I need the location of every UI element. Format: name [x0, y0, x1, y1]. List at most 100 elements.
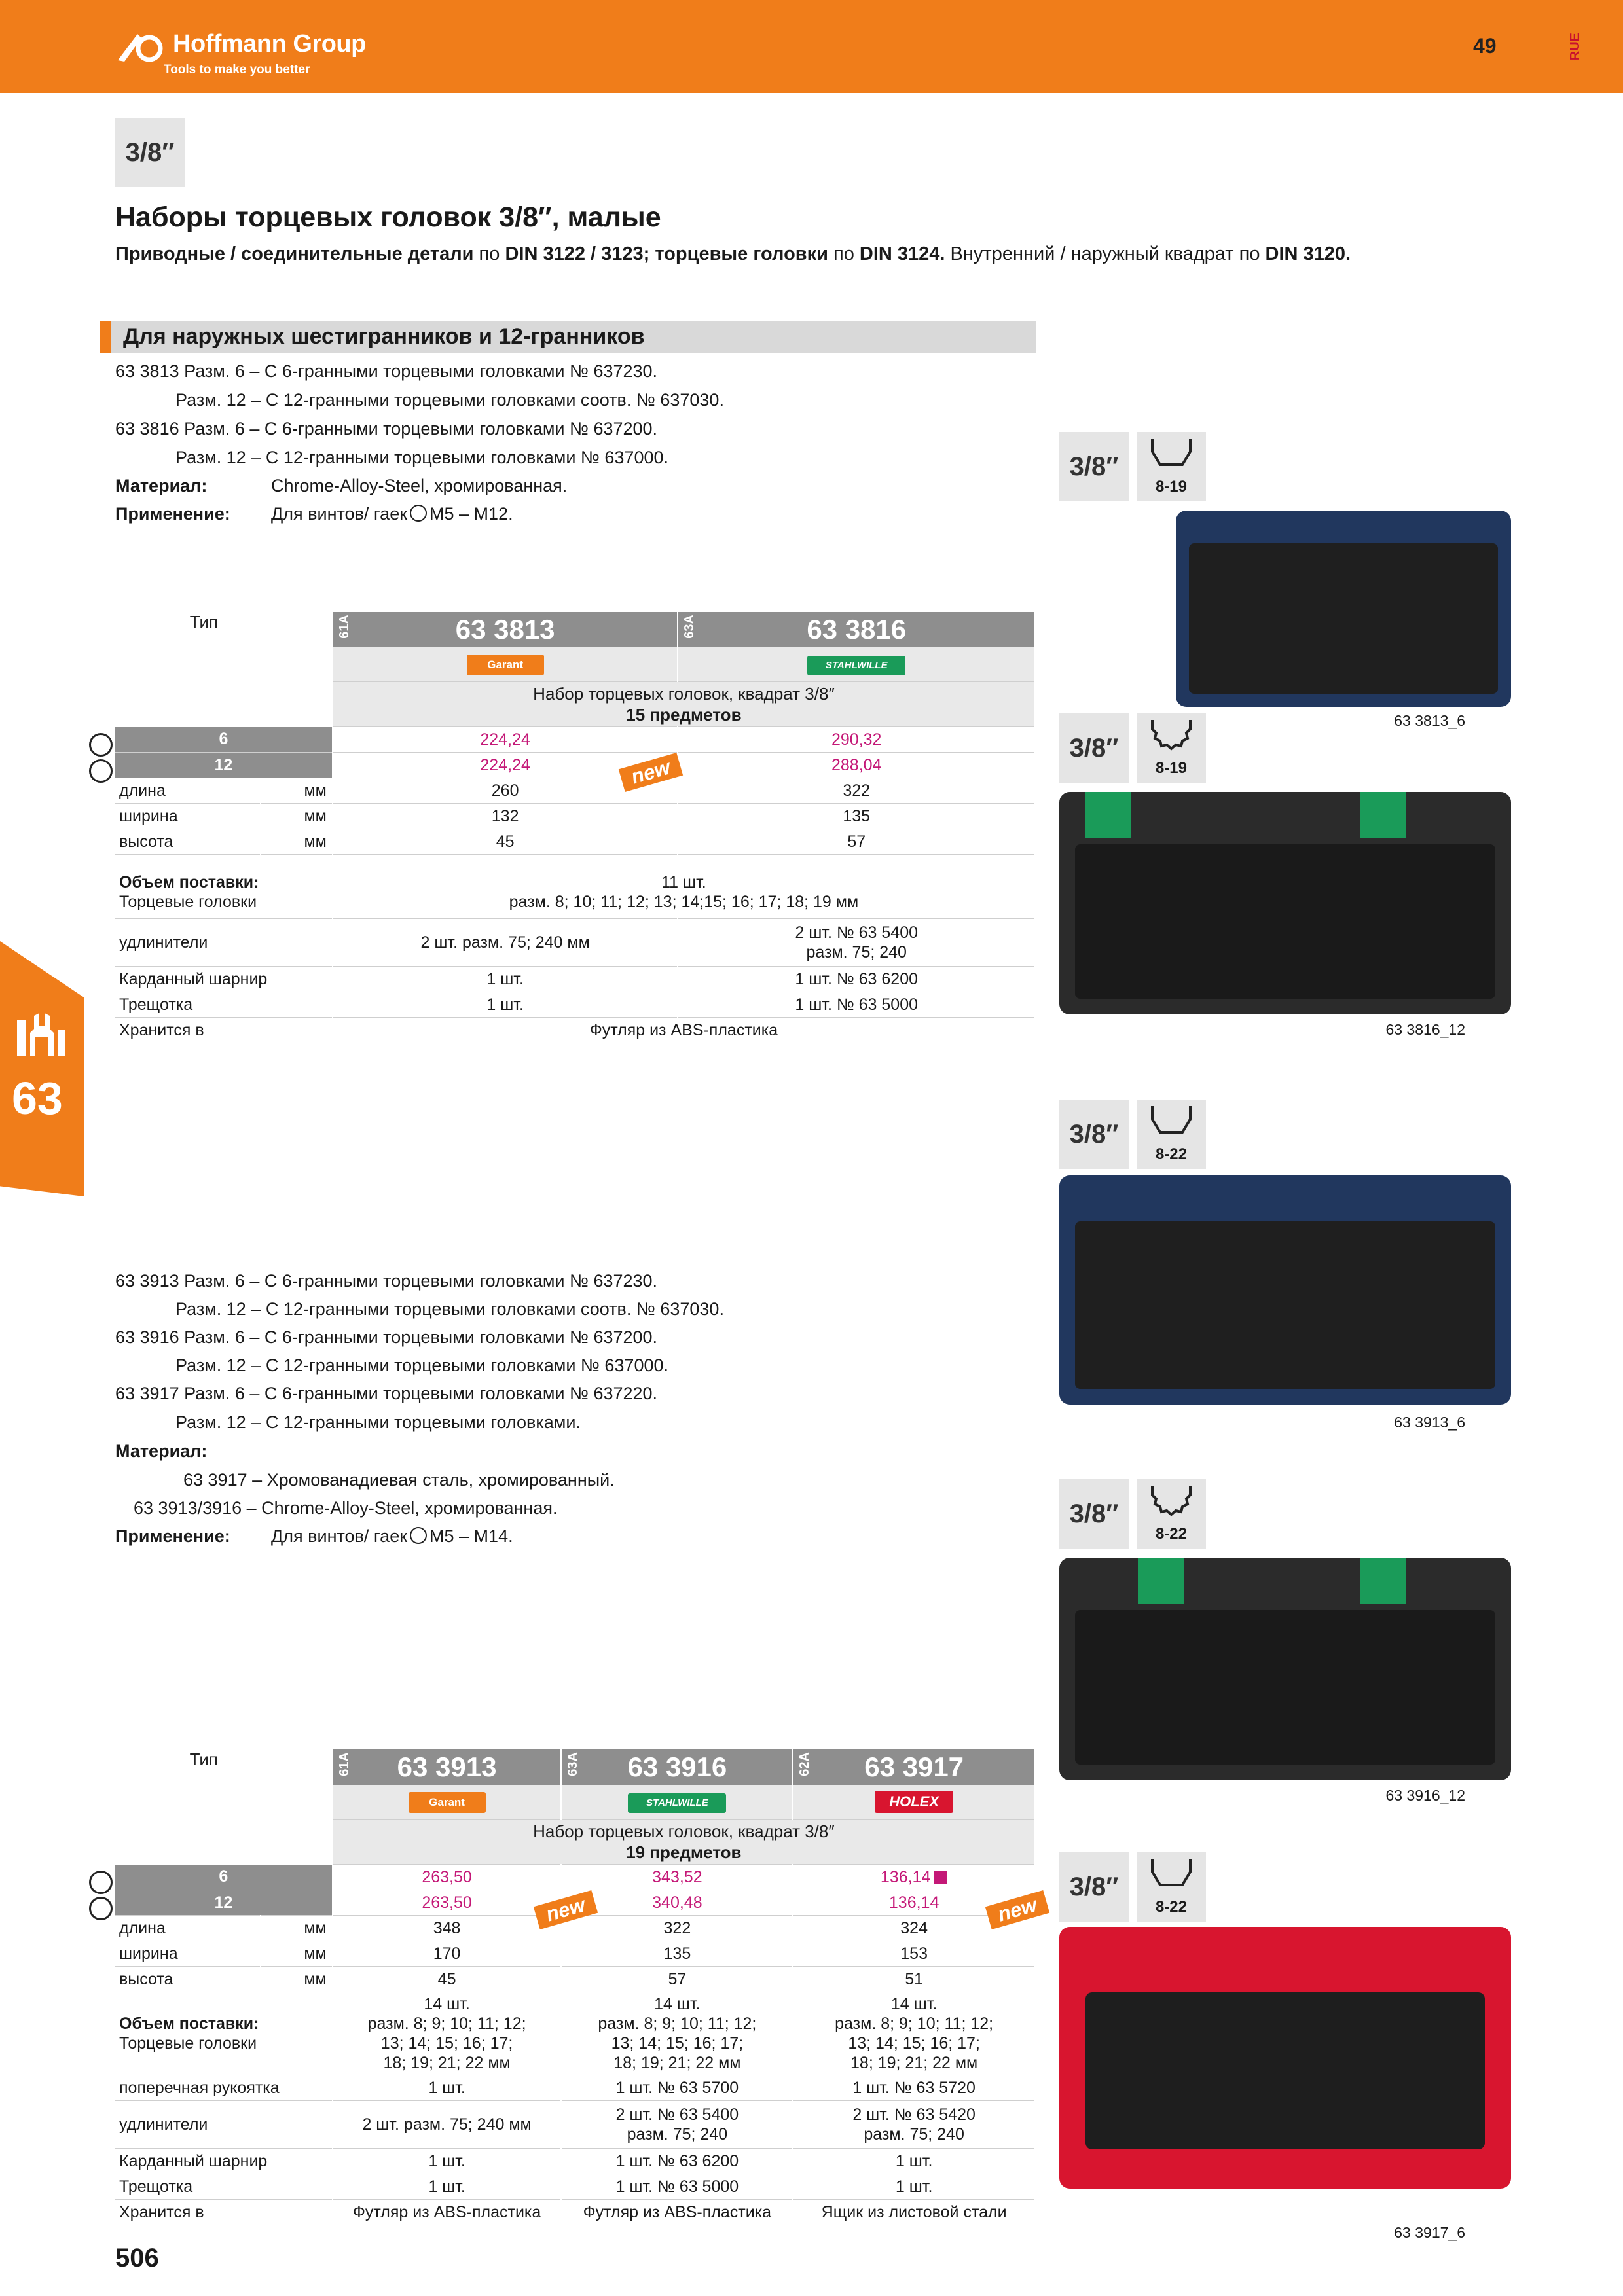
12pt-socket-icon: [89, 1897, 113, 1920]
brand-logo-holex: HOLEX: [793, 1785, 1036, 1820]
type-label: Тип: [115, 612, 333, 647]
page-number-bottom: 506: [115, 2244, 159, 2272]
nut-icon: [410, 505, 428, 522]
row-label: Карданный шарнир: [115, 2148, 333, 2174]
hex-socket-icon: [89, 1871, 113, 1894]
spec-line: 63 3916 Разм. 6 – С 6-гранными торцевыми…: [115, 1327, 658, 1347]
spec-line: Разм. 12 – С 12-гранными торцевыми голов…: [175, 390, 724, 410]
material-value: Chrome-Alloy-Steel, хромированная.: [271, 476, 568, 495]
12pt-socket-icon: [1151, 720, 1192, 751]
spec-line: Разм. 12 – С 12-гранными торцевыми голов…: [175, 1412, 581, 1432]
photo-caption: 63 3913_6: [1394, 1414, 1465, 1431]
socket-range-box: 8-22: [1137, 1100, 1206, 1169]
product-description: Набор торцевых головок, квадрат 3/8″19 п…: [332, 1819, 1036, 1865]
brand-logo-stahlwille: STAHLWILLE: [561, 1785, 794, 1820]
price: 136,14: [793, 1864, 1036, 1890]
row-label: ширина: [115, 1941, 261, 1967]
price: 290,32: [678, 726, 1036, 753]
price: 224,24: [332, 726, 679, 753]
price: 263,50: [332, 1890, 562, 1916]
row-label: высота: [115, 829, 261, 855]
price: 343,52: [561, 1864, 794, 1890]
spec-line: 63 3913 Разм. 6 – С 6-гранными торцевыми…: [115, 1271, 658, 1291]
spec-line: 63 3917 Разм. 6 – С 6-гранными торцевыми…: [115, 1384, 658, 1403]
chapter-tab: 63: [0, 941, 84, 1196]
hex-socket-icon: [1151, 439, 1192, 466]
chapter-number: 63: [12, 1073, 63, 1124]
12pt-socket-icon: [1151, 1486, 1192, 1516]
nut-icon: [410, 1527, 428, 1544]
price: 340,48: [561, 1890, 794, 1916]
stock-marker-icon: [934, 1870, 948, 1884]
row-label: Объем поставки:Торцевые головки: [115, 854, 333, 919]
row-label: высота: [115, 1966, 261, 1992]
row-label: Трещотка: [115, 2174, 333, 2200]
price: 263,50: [332, 1864, 562, 1890]
socket-range-box: 8-22: [1137, 1852, 1206, 1922]
photo-caption: 63 3813_6: [1394, 712, 1465, 729]
socket-range-box: 8-22: [1137, 1479, 1206, 1549]
size-box: 3/8″: [1059, 432, 1129, 501]
row-label: ширина: [115, 803, 261, 829]
page-number-top: 49: [1473, 34, 1497, 58]
hex-socket-icon: [1151, 1859, 1192, 1886]
usage-label: Применение:: [115, 504, 230, 524]
row-label: Хранится в: [115, 1017, 333, 1043]
hex-socket-icon: [89, 733, 113, 757]
scope-value: 14 шт.разм. 8; 9; 10; 11; 12;13; 14; 15;…: [793, 1992, 1036, 2075]
row-label: удлинители: [115, 918, 333, 967]
scope-value: 14 шт.разм. 8; 9; 10; 11; 12;13; 14; 15;…: [561, 1992, 794, 2075]
spec-line: Разм. 12 – С 12-гранными торцевыми голов…: [175, 448, 668, 467]
material-label: Материал:: [115, 1441, 208, 1461]
size-6-label: 6: [115, 1864, 333, 1890]
material-value: 63 3917 – Хромованадиевая сталь, хромиро…: [183, 1470, 615, 1490]
brand-logo-garant: Garant: [332, 1785, 562, 1820]
socket-range-box: 8-19: [1137, 713, 1206, 783]
size-box: 3/8″: [1059, 1100, 1129, 1169]
row-label: длина: [115, 778, 261, 804]
brand-name: Hoffmann Group: [173, 30, 366, 58]
spec-line: 63 3816 Разм. 6 – С 6-гранными торцевыми…: [115, 419, 658, 439]
photo-caption: 63 3816_12: [1385, 1021, 1465, 1038]
row-label: удлинители: [115, 2100, 333, 2149]
size-6-label: 6: [115, 726, 333, 753]
size-box: 3/8″: [115, 118, 185, 187]
scope-value: 11 шт.разм. 8; 10; 11; 12; 13; 14;15; 16…: [332, 854, 1036, 919]
header-bar: [0, 0, 1623, 93]
tools-icon: [17, 1013, 65, 1056]
material-label: Материал:: [115, 476, 208, 495]
product-description: Набор торцевых головок, квадрат 3/8″15 п…: [332, 681, 1036, 727]
hex-socket-icon: [1151, 1106, 1192, 1134]
size-box: 3/8″: [1059, 1479, 1129, 1549]
size-box: 3/8″: [1059, 713, 1129, 783]
brand-logo-garant: Garant: [332, 647, 679, 682]
row-label: Трещотка: [115, 992, 333, 1018]
row-label: Хранится в: [115, 2199, 333, 2225]
price: 288,04: [678, 752, 1036, 778]
row-label: поперечная рукоятка: [115, 2075, 333, 2101]
page-title: Наборы торцевых головок 3/8″, малые: [115, 202, 661, 233]
size-12-label: 12: [115, 1890, 333, 1916]
brand-mark-icon: [118, 34, 163, 62]
usage-label: Применение:: [115, 1526, 230, 1546]
product-photo-633916: [1059, 1558, 1511, 1780]
size-12-label: 12: [115, 752, 333, 778]
row-label: длина: [115, 1915, 261, 1941]
spec-line: 63 3813 Разм. 6 – С 6-гранными торцевыми…: [115, 361, 658, 381]
product-photo-633913: [1059, 1175, 1511, 1405]
brand-tagline: Tools to make you better: [164, 63, 310, 77]
brand-logo-stahlwille: STAHLWILLE: [678, 647, 1036, 682]
product-photo-633816: [1059, 792, 1511, 1014]
section-heading: Для наружных шестигранников и 12-гранник…: [100, 321, 1036, 353]
spec-line: Разм. 12 – С 12-гранными торцевыми голов…: [175, 1299, 724, 1319]
spec-line: Разм. 12 – С 12-гранными торцевыми голов…: [175, 1355, 668, 1375]
product-photo-633813: [1176, 511, 1511, 707]
